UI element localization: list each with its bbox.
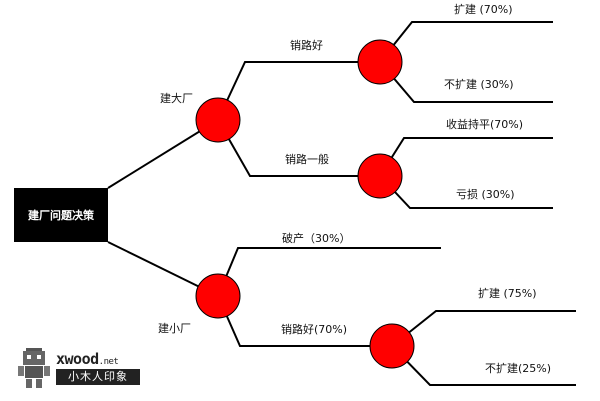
edge-good-expand [379, 21, 553, 63]
label-big-avg-break-even: 收益持平(70%) [446, 117, 523, 131]
chance-node-small-good-sales [369, 323, 415, 369]
robot-icon [18, 348, 50, 388]
root-decision-box [14, 188, 108, 242]
edge-small-bankrupt [217, 247, 441, 297]
watermark-logo: xwood.net 小木人印象 [16, 348, 146, 388]
root-label: 建厂问题决策 [28, 208, 95, 222]
edge-small-good [217, 295, 370, 347]
chance-node-big-plant [195, 97, 241, 143]
label-big-good-no-expand: 不扩建 (30%) [444, 77, 514, 91]
watermark-subtitle: 小木人印象 [56, 369, 140, 385]
edge-big-avg [217, 119, 358, 177]
edge-smallgood-expand [391, 310, 576, 347]
chance-node-big-good-sales [357, 39, 403, 85]
edge-avg-breakeven [379, 137, 553, 177]
label-big-good-expand: 扩建 (70%) [454, 2, 513, 16]
label-big-good-sales: 销路好 [290, 38, 323, 52]
label-big-avg-sales: 销路一般 [285, 152, 329, 166]
label-small-no-expand: 不扩建(25%) [485, 361, 551, 375]
label-big-plant: 建大厂 [160, 91, 193, 105]
watermark-brand-name: xwood [56, 350, 99, 368]
label-small-bankrupt: 破产（30%） [282, 231, 350, 245]
label-small-plant: 建小厂 [158, 321, 191, 335]
edge-big-good [217, 61, 358, 121]
label-big-avg-loss: 亏损 (30%) [456, 187, 515, 201]
label-small-expand: 扩建 (75%) [478, 286, 537, 300]
label-small-good-sales: 销路好(70%) [281, 322, 347, 336]
watermark-brand-suffix: .net [98, 357, 119, 367]
chance-node-small-plant [195, 273, 241, 319]
chance-node-big-avg-sales [357, 153, 403, 199]
watermark-brand: xwood.net [56, 350, 119, 368]
